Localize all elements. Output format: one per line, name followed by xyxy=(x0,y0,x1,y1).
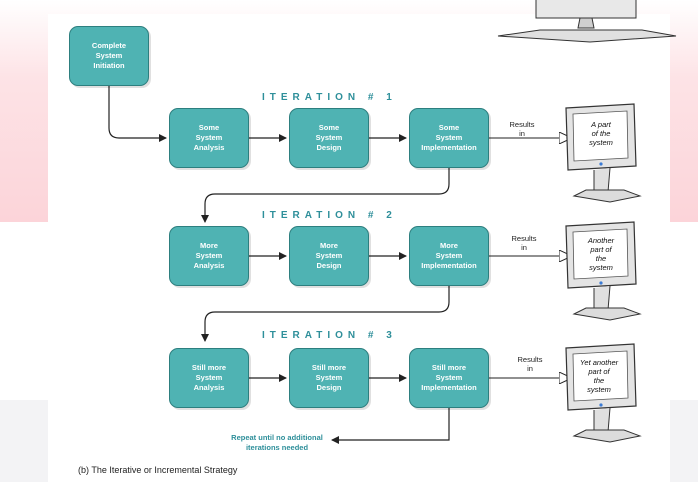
box-iteration-3-analysis: Still more System Analysis xyxy=(169,348,249,408)
repeat-note: Repeat until no additional iterations ne… xyxy=(231,433,323,452)
screen-text-2: Another part of the system xyxy=(587,236,615,272)
results-in-label-1: Results in xyxy=(509,120,535,138)
arrow-iteration-2-to-3 xyxy=(201,286,450,342)
screen-text-1: A part of the system xyxy=(589,120,613,147)
box-iteration-1-design: Some System Design xyxy=(289,108,369,168)
monitor-icon-1 xyxy=(565,103,642,203)
arrow-iteration-1-to-2 xyxy=(201,168,450,223)
monitor-icon-3 xyxy=(565,343,642,443)
box-iteration-2-analysis: More System Analysis xyxy=(169,226,249,286)
iteration-1-heading: ITERATION # 1 xyxy=(262,92,397,103)
box-iteration-1-implementation: Some System Implementation xyxy=(409,108,489,168)
box-iteration-3-design: Still more System Design xyxy=(289,348,369,408)
results-in-label-2: Results in xyxy=(511,234,537,252)
box-iteration-2-design: More System Design xyxy=(289,226,369,286)
results-in-label-3: Results in xyxy=(517,355,543,373)
monitor-icon-2 xyxy=(565,221,642,321)
iteration-3-heading: ITERATION # 3 xyxy=(262,330,397,341)
iteration-2-heading: ITERATION # 2 xyxy=(262,210,397,221)
box-system-initiation: Complete System Initiation xyxy=(69,26,149,86)
figure-caption: (b) The Iterative or Incremental Strateg… xyxy=(78,465,238,475)
box-iteration-2-implementation: More System Implementation xyxy=(409,226,489,286)
screen-text-3: Yet another part of the system xyxy=(579,358,619,394)
monitor-partial-icon xyxy=(497,0,677,43)
arrow-repeat xyxy=(331,408,450,444)
box-iteration-3-implementation: Still more System Implementation xyxy=(409,348,489,408)
box-iteration-1-analysis: Some System Analysis xyxy=(169,108,249,168)
arrow-initiation-to-analysis xyxy=(108,86,167,142)
